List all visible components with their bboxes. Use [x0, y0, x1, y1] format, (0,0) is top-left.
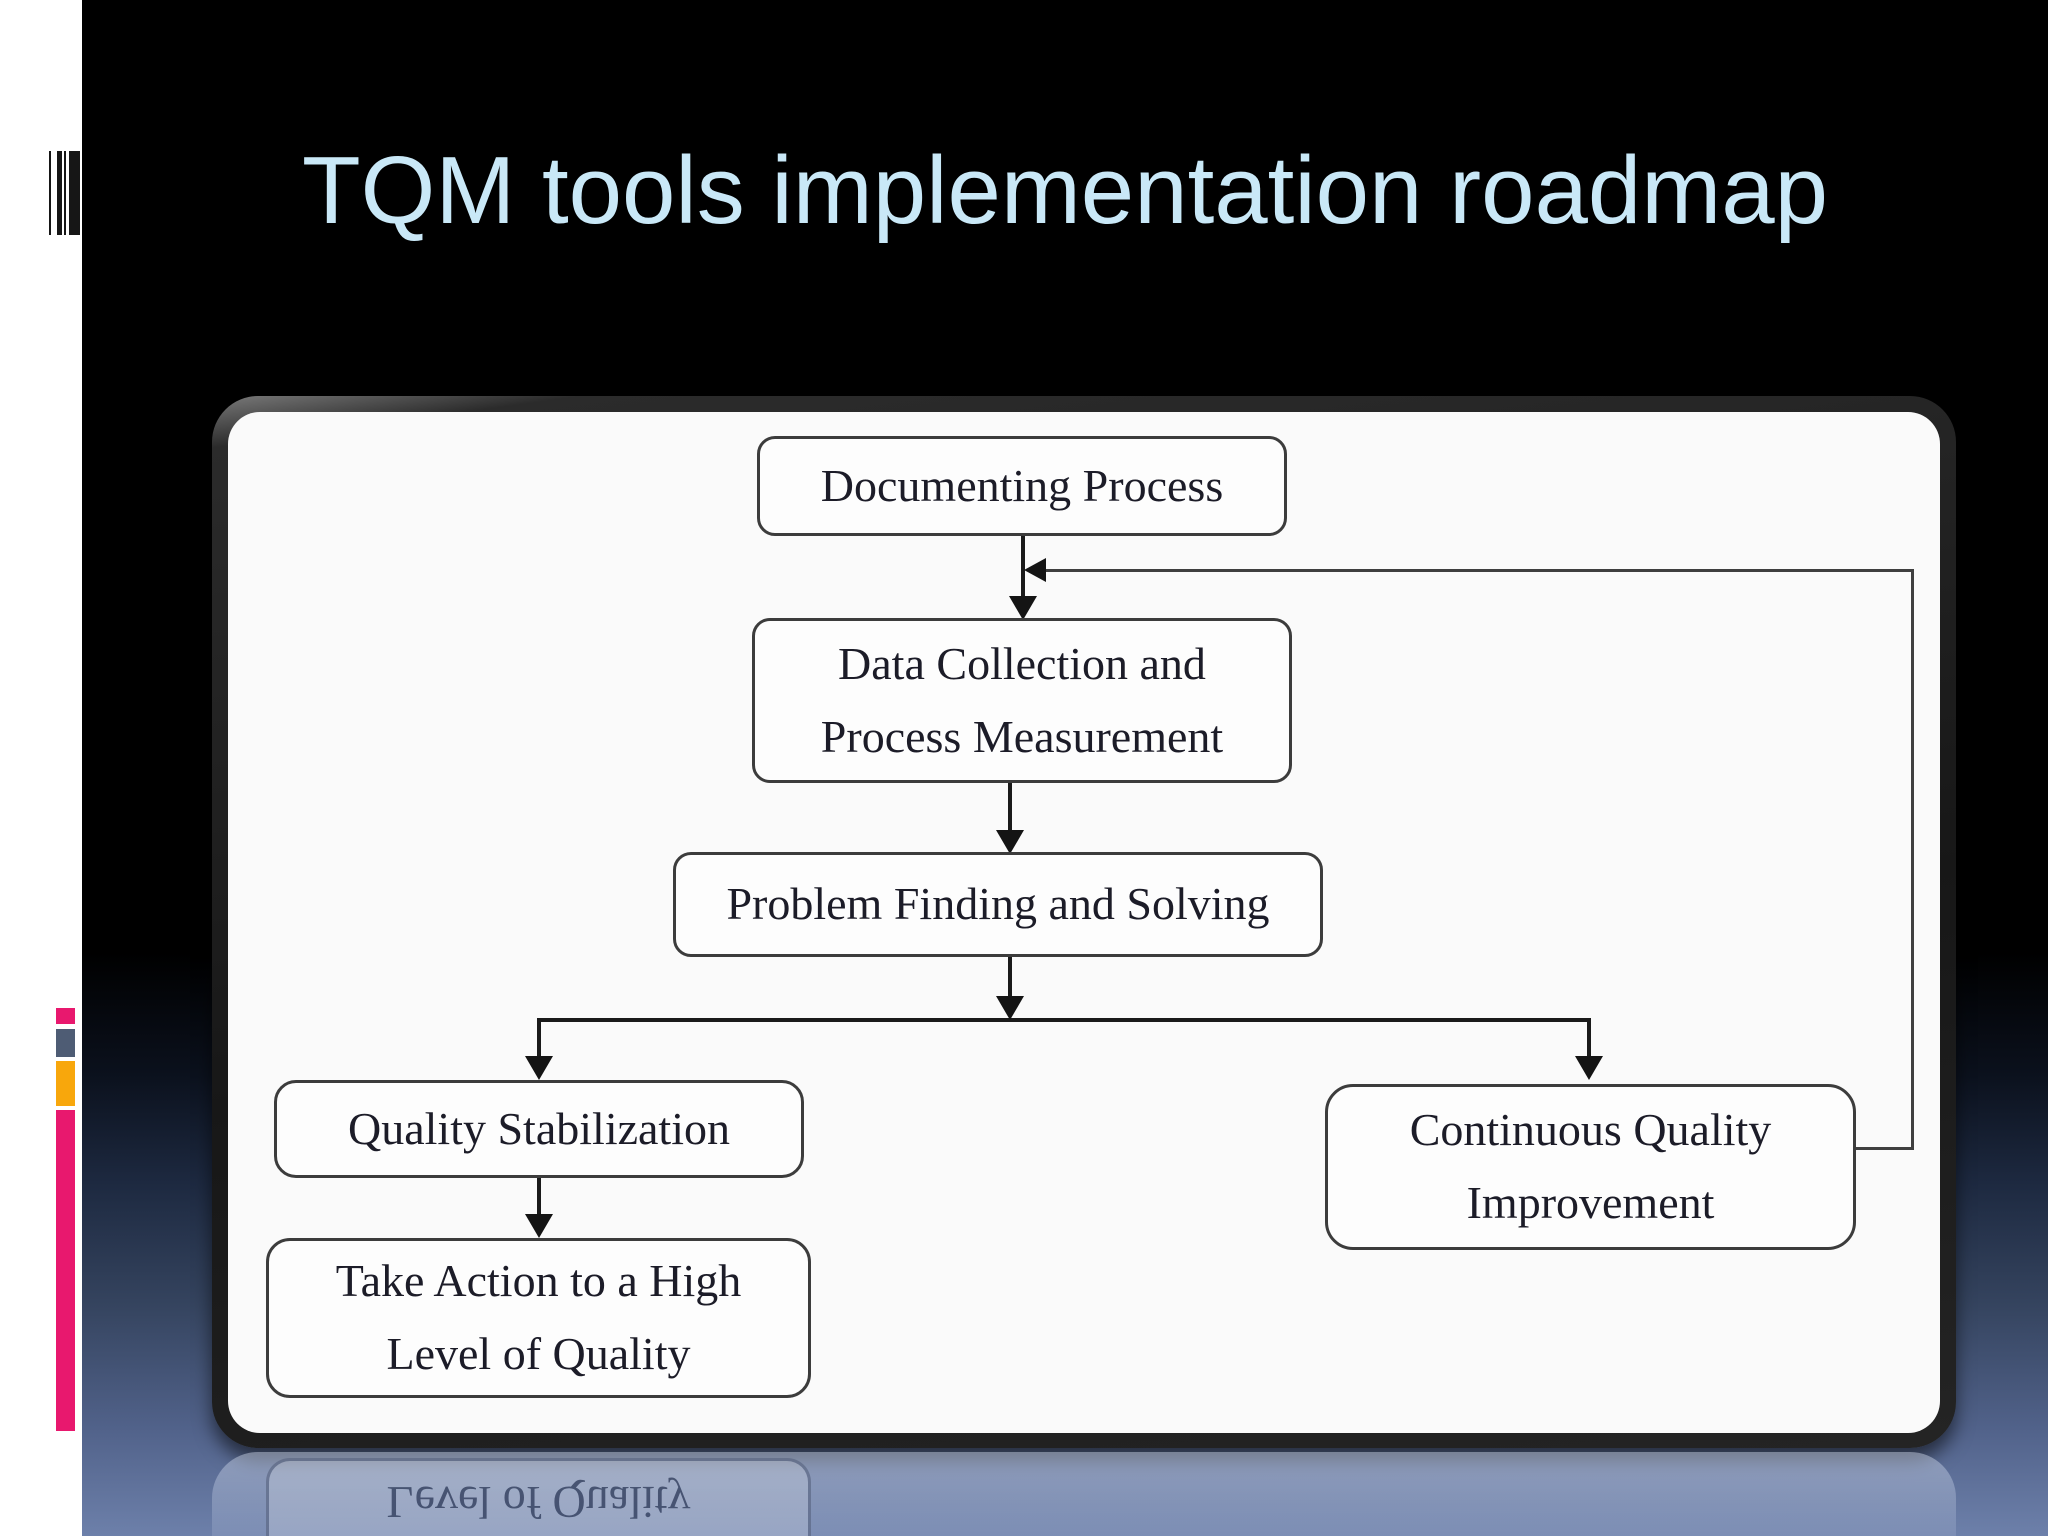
connector-data-to-problem: [1008, 783, 1012, 830]
flowchart-node-data-collection: Data Collection and Process Measurement: [752, 618, 1292, 783]
connector-split-to-stabilization: [537, 1020, 541, 1058]
accent-bar-magenta: [56, 1110, 75, 1431]
accent-square-magenta: [56, 1008, 75, 1024]
reflected-node-take-action: Take Action to a High Level of Quality: [266, 1458, 811, 1536]
connector-problem-to-split: [1008, 957, 1012, 999]
flowchart-node-continuous-improvement: Continuous Quality Improvement: [1325, 1084, 1856, 1250]
arrowhead-down-icon: [996, 830, 1024, 854]
arrowhead-down-icon: [996, 996, 1024, 1020]
barcode-icon: [49, 151, 80, 235]
flowchart-node-problem-finding: Problem Finding and Solving: [673, 852, 1323, 957]
arrowhead-down-icon: [1009, 596, 1037, 620]
arrowhead-down-icon: [525, 1056, 553, 1080]
connector-stabilization-to-action: [537, 1178, 541, 1216]
left-margin-strip: [0, 0, 82, 1536]
barcode-bar: [49, 151, 51, 235]
split-line: [537, 1018, 1591, 1022]
arrowhead-left-icon: [1024, 558, 1046, 582]
accent-square-amber: [56, 1061, 75, 1106]
arrowhead-down-icon: [525, 1214, 553, 1238]
flowchart-node-documenting-process: Documenting Process: [757, 436, 1287, 536]
connector-split-to-improvement: [1587, 1020, 1591, 1058]
barcode-bar: [64, 151, 66, 235]
barcode-bar: [69, 151, 80, 235]
feedback-line-stub: [1856, 1147, 1914, 1150]
flowchart-node-take-action: Take Action to a High Level of Quality: [266, 1238, 811, 1398]
arrowhead-down-icon: [1575, 1056, 1603, 1080]
connector-doc-to-data: [1021, 533, 1025, 599]
barcode-bar: [57, 151, 62, 235]
flowchart-node-quality-stabilization: Quality Stabilization: [274, 1080, 804, 1178]
feedback-line-right: [1911, 569, 1914, 1150]
panel-reflection: [212, 1452, 1956, 1536]
feedback-line-top: [1046, 569, 1914, 572]
accent-square-slate: [56, 1029, 75, 1057]
slide-title: TQM tools implementation roadmap: [302, 137, 1828, 244]
